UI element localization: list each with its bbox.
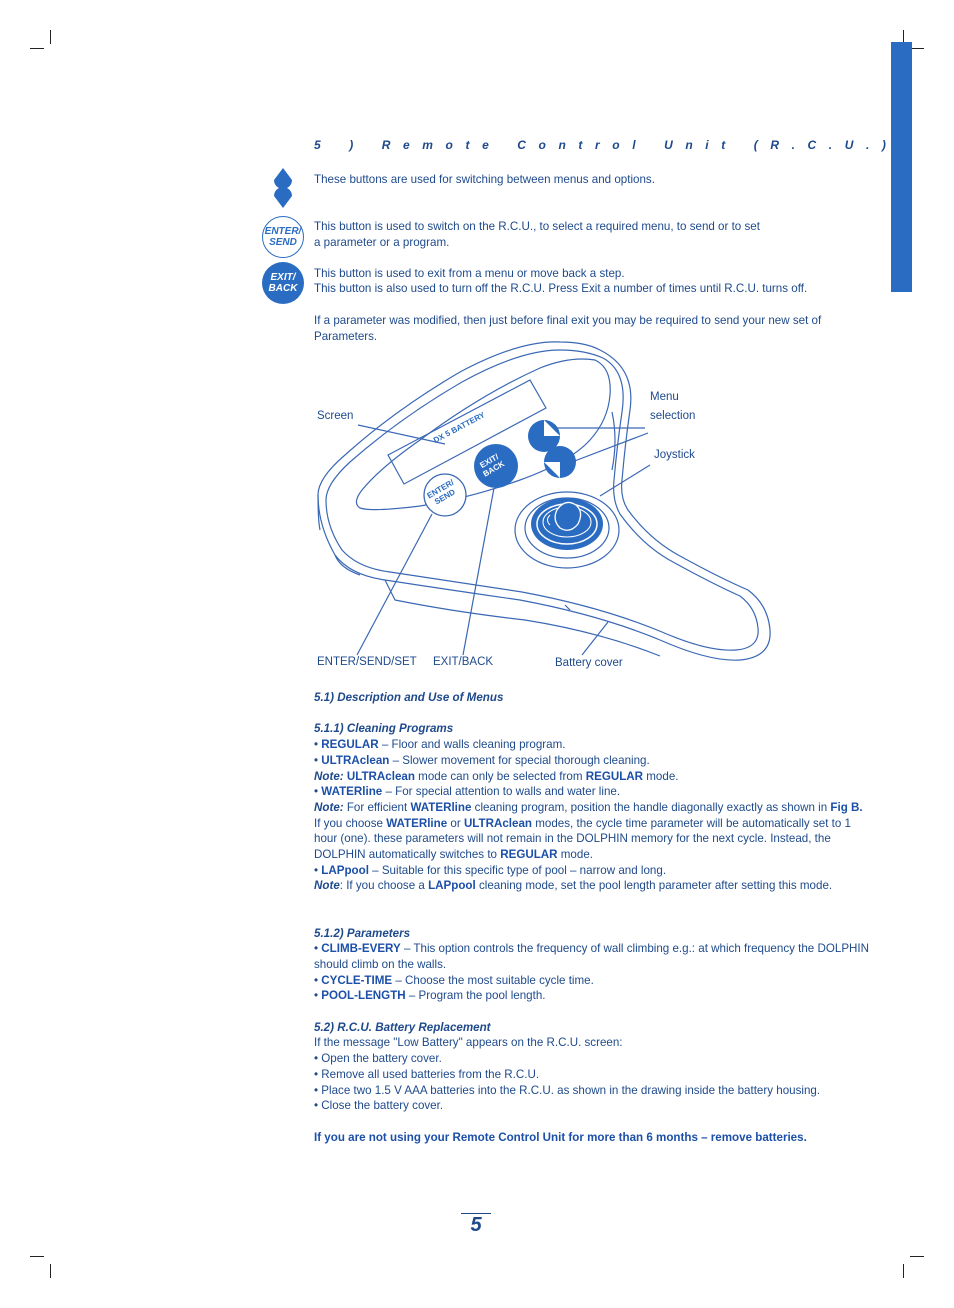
note-waterline: Note: For efficient WATERline cleaning p… xyxy=(314,800,863,814)
menus-title: 5.1) Description and Use of Menus xyxy=(314,691,504,704)
note-lappool: Note: If you choose a LAPpool cleaning m… xyxy=(314,879,833,893)
page-number-rule xyxy=(461,1213,491,1214)
ultraclean-item: • ULTRAclean – Slower movement for speci… xyxy=(314,753,650,767)
enter-description: This button is used to switch on the R.C… xyxy=(314,220,760,249)
battery-step: • Close the battery cover. xyxy=(314,1099,444,1113)
battery-intro: If the message "Low Battery" appears on … xyxy=(314,1036,623,1050)
crop-mark xyxy=(30,1256,44,1257)
menu-label: Menu xyxy=(650,391,679,403)
selection-label: selection xyxy=(650,410,696,422)
lappool-item: • LAPpool – Suitable for this specific t… xyxy=(314,863,667,877)
chapter-tab xyxy=(891,42,912,292)
waterline-item: • WATERline – For special attention to w… xyxy=(314,785,621,799)
menus-section: 5.1) Description and Use of Menus 5.1.1)… xyxy=(314,690,874,1145)
parameter-modified-note: If a parameter was modified, then just b… xyxy=(314,314,822,343)
crop-mark xyxy=(903,1264,904,1278)
climb-every-item: • CLIMB-EVERY – This option controls the… xyxy=(314,942,870,971)
exit-back-icon: EXIT/BACK xyxy=(262,262,304,304)
arrows-description: These buttons are used for switching bet… xyxy=(314,173,655,186)
note-ultraclean: Note: ULTRAclean mode can only be select… xyxy=(314,769,679,783)
crop-mark xyxy=(903,30,904,44)
crop-mark xyxy=(910,48,924,49)
up-down-arrows-icon xyxy=(271,166,295,210)
joystick-label: Joystick xyxy=(654,449,695,461)
exit-description-2: This button is also used to turn off the… xyxy=(314,282,808,295)
cycle-time-note: If you choose WATERline or ULTRAclean mo… xyxy=(314,816,851,862)
battery-step: • Remove all used batteries from the R.C… xyxy=(314,1067,540,1081)
battery-title: 5.2) R.C.U. Battery Replacement xyxy=(314,1020,491,1034)
remote-control-diagram xyxy=(280,335,880,685)
enter-send-icon: ENTER/SEND xyxy=(262,216,304,258)
page-number: 5 xyxy=(470,1214,482,1236)
battery-warning: If you are not using your Remote Control… xyxy=(314,1130,807,1144)
enter-send-set-label: ENTER/SEND/SET xyxy=(317,656,417,668)
regular-item: • REGULAR – Floor and walls cleaning pro… xyxy=(314,738,566,752)
crop-mark xyxy=(50,1264,51,1278)
crop-mark xyxy=(50,30,51,44)
section-title: 5 ) Remote Control Unit (R.C.U.) xyxy=(314,138,899,152)
screen-label: Screen xyxy=(317,410,354,422)
battery-step: • Open the battery cover. xyxy=(314,1052,442,1066)
cycle-time-item: • CYCLE-TIME – Choose the most suitable … xyxy=(314,973,594,987)
crop-mark xyxy=(910,1256,924,1257)
cleaning-programs-title: 5.1.1) Cleaning Programs xyxy=(314,722,454,736)
exit-description-1: This button is used to exit from a menu … xyxy=(314,267,625,280)
battery-step: • Place two 1.5 V AAA batteries into the… xyxy=(314,1083,821,1097)
parameters-title: 5.1.2) Parameters xyxy=(314,926,411,940)
crop-mark xyxy=(30,48,44,49)
pool-length-item: • POOL-LENGTH – Program the pool length. xyxy=(314,989,546,1003)
exit-back-label: EXIT/BACK xyxy=(433,656,494,668)
battery-cover-label: Battery cover xyxy=(555,657,623,669)
